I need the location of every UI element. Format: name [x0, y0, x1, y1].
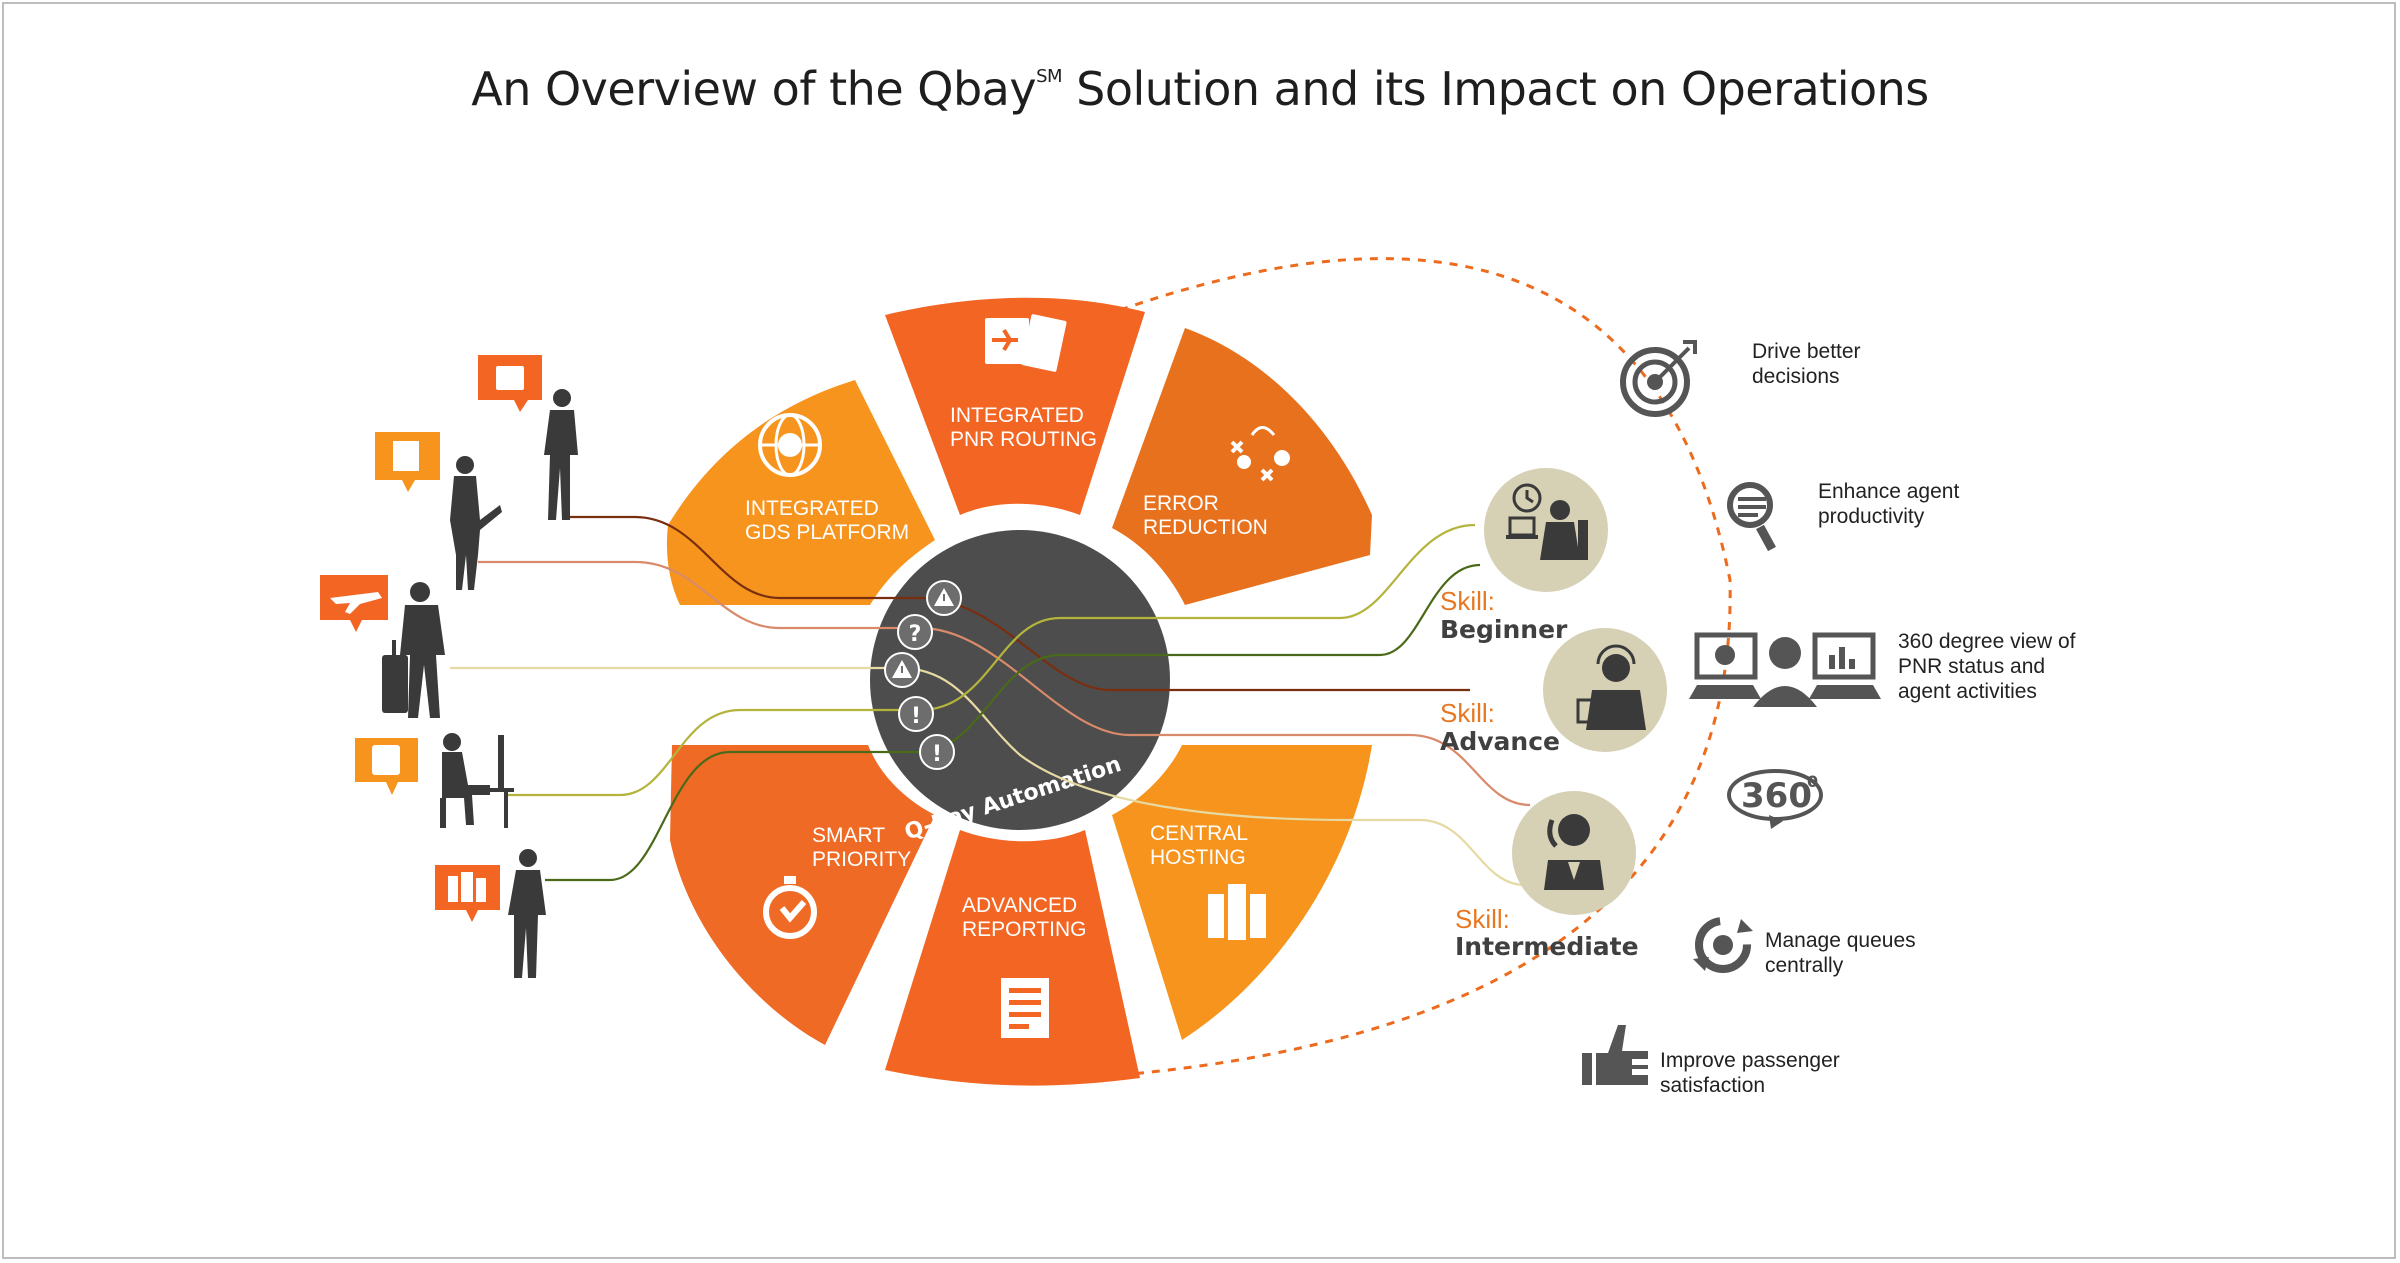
server-icon	[1208, 884, 1266, 940]
hub-alert-4: !	[898, 696, 934, 732]
segment-reporting-shape	[885, 830, 1140, 1086]
segment-gds-label: INTEGRATED GDS PLATFORM	[745, 497, 909, 544]
strategy-icon	[1230, 426, 1290, 482]
line-traveler-5	[545, 563, 1481, 882]
impact-queues: Manage queues centrally	[1765, 929, 1921, 977]
traveler-3	[320, 575, 445, 718]
skill-intermediate-level: Intermediate	[1455, 932, 1639, 961]
skill-advance-level: Advance	[1440, 727, 1560, 756]
line-traveler-1	[570, 515, 1470, 692]
businessman-phone-icon	[544, 389, 578, 520]
connection-lines	[450, 515, 1531, 887]
refresh-icon	[1693, 917, 1753, 973]
airplane-icon	[330, 592, 382, 614]
segment-reporting-label: ADVANCED REPORTING	[962, 894, 1086, 941]
skill-beginner-label: Skill:	[1440, 586, 1495, 616]
agent-clock-icon	[1506, 483, 1588, 560]
line-traveler-3	[450, 666, 1526, 887]
impact-360-view: 360 degree view of PNR status and agent …	[1898, 630, 2081, 703]
impact-satisfaction: Improve passenger satisfaction	[1660, 1049, 1846, 1097]
target-icon	[1620, 340, 1697, 417]
skill-advance-label: Skill:	[1440, 698, 1495, 728]
view-360-number: 360	[1741, 776, 1812, 816]
exclamation-icon: !	[911, 704, 921, 729]
hotel-icon	[448, 872, 486, 902]
skill-advance: Skill: Advance	[1440, 628, 1667, 756]
traveler-5	[435, 849, 546, 978]
line-traveler-4	[505, 523, 1476, 797]
exclamation-icon: !	[932, 742, 942, 767]
title-rest: Solution and its Impact on Operations	[1062, 62, 1929, 116]
view-360-icon: 360 0	[1727, 769, 1823, 829]
globe-icon	[758, 413, 822, 477]
agent-headset-icon	[1576, 644, 1646, 730]
businessman-call-icon	[508, 849, 546, 978]
segment-priority-label: SMART PRIORITY	[812, 824, 911, 871]
traveler-2	[375, 432, 502, 590]
segment-pnr-label: INTEGRATED PNR ROUTING	[950, 404, 1097, 451]
hub-alert-5: !	[919, 734, 955, 770]
skill-beginner-level: Beginner	[1440, 615, 1568, 644]
suitcase-icon	[496, 366, 524, 390]
thumbs-up-icon	[1582, 1025, 1650, 1085]
agent-phone-icon	[1544, 814, 1604, 890]
traveler-luggage-icon	[382, 582, 445, 718]
hub-alert-1	[926, 580, 962, 616]
page-title: An Overview of the QbaySM Solution and i…	[0, 62, 2400, 116]
magnifier-icon	[1727, 482, 1776, 552]
traveler-1	[478, 355, 578, 520]
woman-laptop-icon	[450, 456, 502, 590]
impact-decisions: Drive better decisions	[1752, 340, 1866, 388]
skill-intermediate-label: Skill:	[1455, 904, 1510, 934]
traveler-4	[355, 733, 514, 828]
skill-beginner: Skill: Beginner	[1440, 468, 1608, 644]
stopwatch-icon	[763, 876, 817, 939]
title-main: An Overview of the Qbay	[471, 62, 1037, 116]
passport-icon	[372, 745, 400, 775]
skill-intermediate-circle	[1512, 791, 1636, 915]
monitors-icon	[1689, 632, 1881, 707]
segment-pnr-shape	[885, 297, 1145, 515]
line-traveler-2	[478, 560, 1531, 807]
hub-alert-3	[884, 652, 920, 688]
report-icon	[1001, 978, 1049, 1038]
segment-hosting-label: CENTRAL HOSTING	[1150, 822, 1253, 869]
segment-gds-shape	[666, 380, 935, 605]
hub-alert-2: ?	[897, 614, 933, 650]
skill-intermediate: Skill: Intermediate	[1455, 791, 1639, 961]
impact-arc	[1119, 257, 1732, 1077]
seated-desk-icon	[440, 733, 514, 828]
impact-productivity: Enhance agent productivity	[1818, 480, 1965, 528]
question-icon: ?	[909, 622, 922, 647]
plane-ticket-icon	[985, 314, 1067, 372]
segment-error-label: ERROR REDUCTION	[1143, 492, 1268, 539]
document-icon	[393, 441, 419, 471]
view-360-degree: 0	[1807, 772, 1818, 791]
service-mark: SM	[1036, 66, 1063, 87]
